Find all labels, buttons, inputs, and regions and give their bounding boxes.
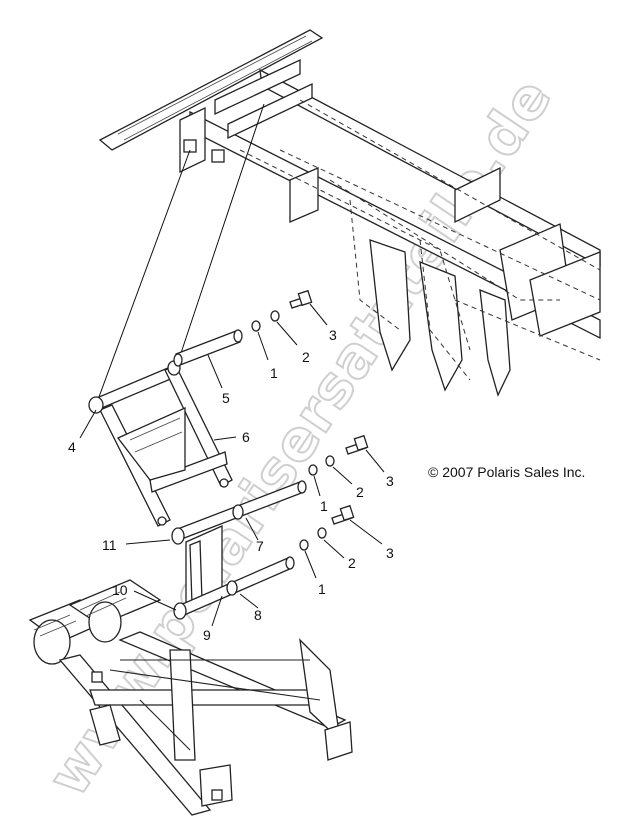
hardware-group-a (251, 289, 313, 332)
callout-3: 3 (386, 545, 394, 561)
callout-4: 4 (68, 439, 76, 455)
hardware-group-b (308, 434, 369, 476)
main-frame (98, 29, 601, 397)
callout-1: 1 (318, 581, 326, 597)
callout-1: 1 (270, 365, 278, 381)
callout-3: 3 (386, 473, 394, 489)
callout-7: 7 (256, 538, 264, 554)
callout-2: 2 (348, 555, 356, 571)
alignment-line-left (95, 149, 191, 406)
callout-labels: 1 2 3 5 4 6 3 2 1 11 7 3 2 1 10 8 9 (68, 327, 394, 643)
callout-2: 2 (356, 484, 364, 500)
callout-9: 9 (203, 627, 211, 643)
callout-3: 3 (329, 327, 337, 343)
alignment-line-right (175, 103, 265, 369)
hardware-group-c (299, 504, 355, 551)
callout-1: 1 (320, 498, 328, 514)
callout-2: 2 (302, 349, 310, 365)
rear-suspension-frame (28, 579, 353, 816)
callout-11: 11 (102, 537, 117, 553)
leader-lines (79, 303, 385, 627)
callout-10: 10 (112, 582, 128, 598)
pivot-shaft-5 (173, 329, 243, 367)
callout-6: 6 (242, 429, 250, 445)
rocker-arm-upper (88, 360, 233, 527)
lower-link (171, 480, 307, 620)
callout-8: 8 (254, 607, 262, 623)
copyright-notice: © 2007 Polaris Sales Inc. (428, 464, 585, 480)
callout-5: 5 (222, 390, 230, 406)
